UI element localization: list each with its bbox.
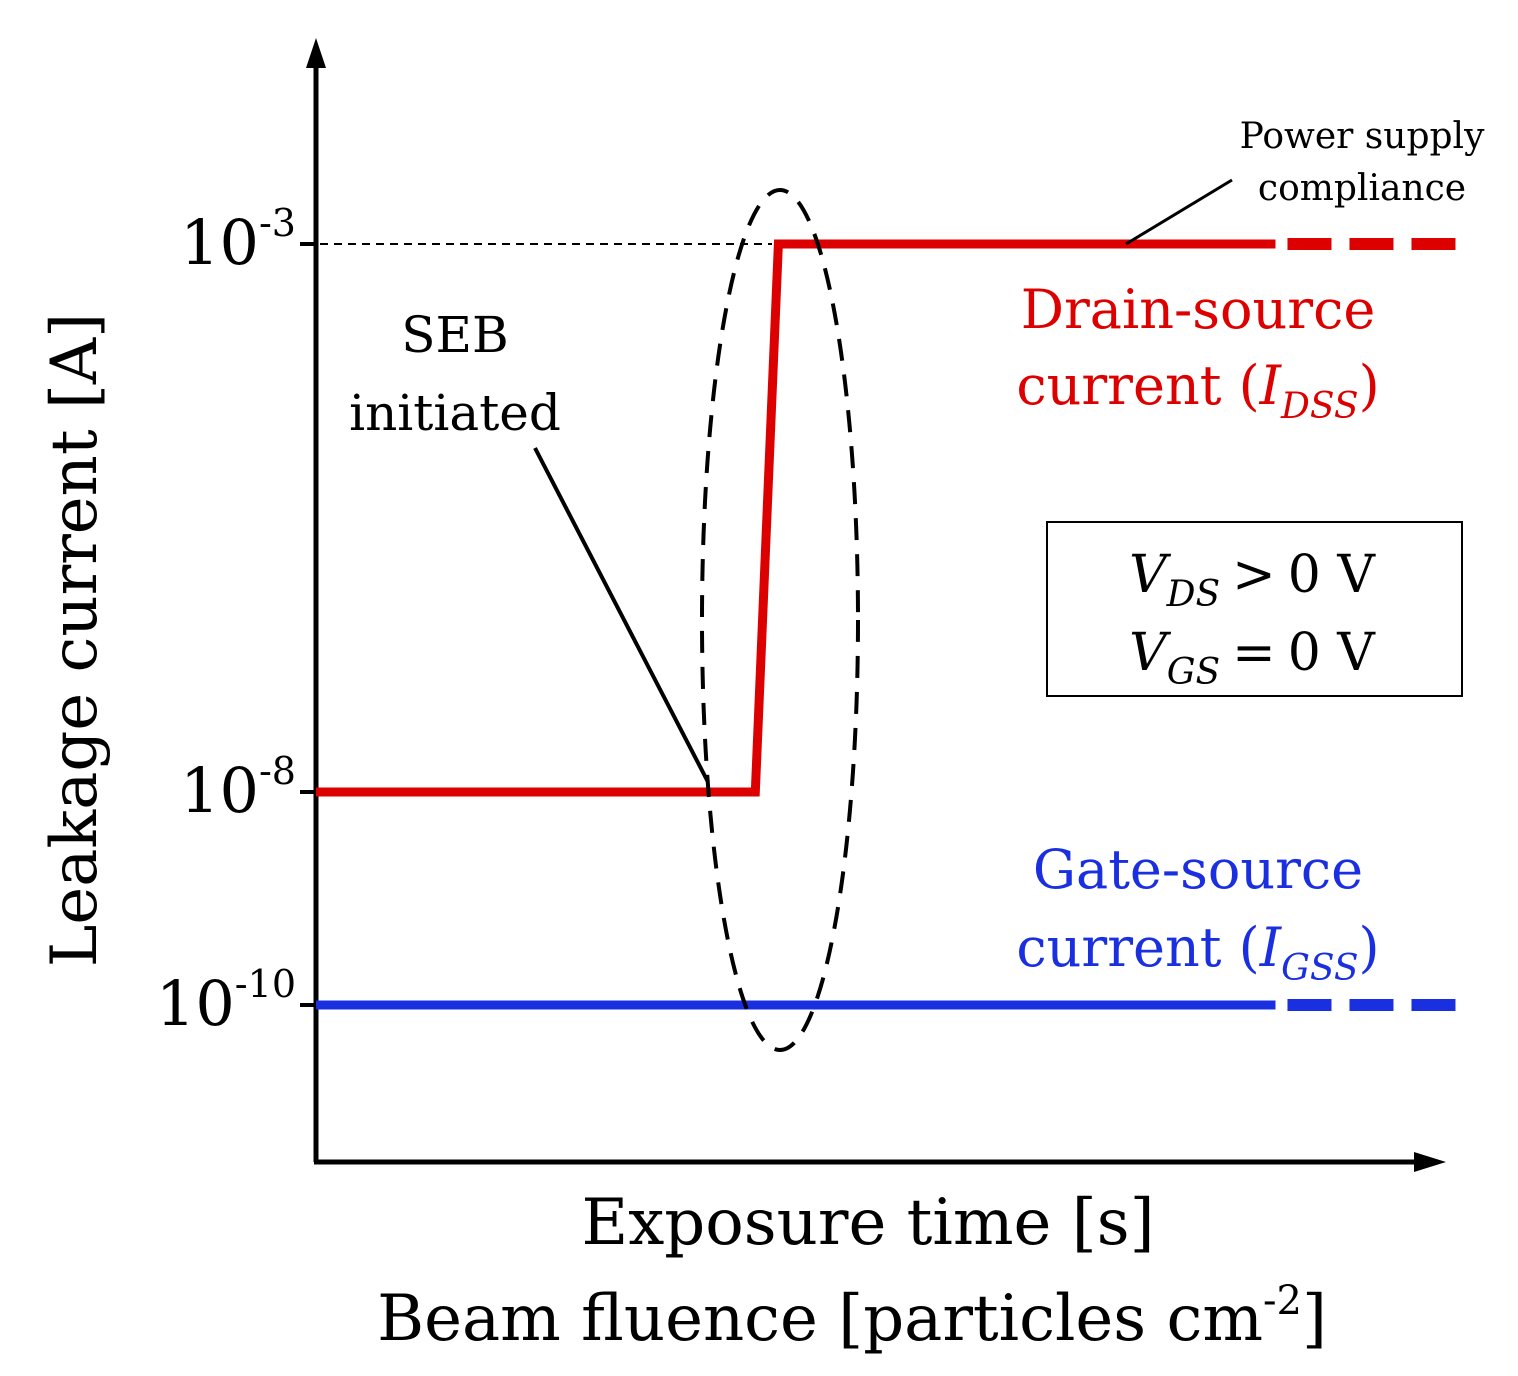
compliance-pointer-line [1125,178,1233,246]
x-axis-label-2: Beam fluence [particles cm-2] [377,1278,1327,1356]
y-axis-label: Leakage current [A] [38,313,112,967]
condition-vgs: VGS=0 V [1129,623,1376,693]
ids-label-line1: Drain-source [1021,278,1376,341]
seb-pointer-line [533,447,710,783]
compliance-label-line2: compliance [1258,168,1466,209]
series-line-ids [316,239,1276,797]
condition-vds: VDS>0 V [1129,545,1376,615]
y-tick-label: 10-3 [180,201,296,279]
seb-label-line1: SEB [401,306,509,364]
y-axis-arrow [306,38,326,68]
y-ticks: 10-3 10-8 10-10 [156,201,318,1040]
compliance-label-line1: Power supply [1240,116,1485,157]
conditions-box [1046,521,1463,697]
igs-label-line1: Gate-source [1033,838,1363,901]
ids-label-line2: current (IDSS) [1016,354,1379,427]
seb-ellipse [700,188,860,1052]
y-tick-label: 10-8 [180,749,296,827]
igs-label-line2: current (IGSS) [1016,916,1379,989]
seb-label-line2: initiated [349,384,561,442]
x-axis-label: Exposure time [s] [581,1186,1154,1260]
x-axis-arrow [1414,1152,1446,1172]
y-tick-label: 10-10 [156,962,296,1040]
series-layer [316,238,1472,1011]
